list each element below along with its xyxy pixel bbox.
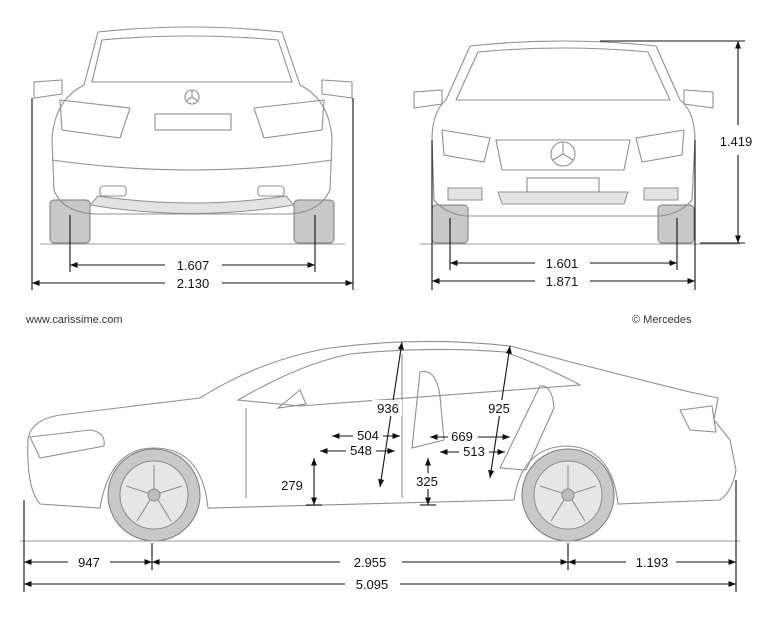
front-seat-depth-label: 548 <box>350 443 372 458</box>
copyright-credit: © Mercedes <box>632 314 692 326</box>
rear-window <box>91 35 293 83</box>
rear-right-tire <box>293 199 335 244</box>
rear-seat-height-label: 325 <box>416 474 438 489</box>
wheelbase-label: 2.955 <box>354 555 387 570</box>
side-body-outline <box>27 340 737 509</box>
front-headroom-label: 936 <box>377 401 399 416</box>
front-seat <box>411 370 445 449</box>
interior-dimensions: 936 925 504 548 669 513 279 325 <box>281 341 514 506</box>
left-fog-light <box>447 187 483 201</box>
right-fog-light <box>643 187 679 201</box>
height-label: 1.419 <box>720 134 753 149</box>
length-label: 5.095 <box>356 577 389 592</box>
side-mirror <box>276 389 307 409</box>
rear-track-label: 1.607 <box>177 258 210 273</box>
rear-diffuser <box>89 195 295 214</box>
front-rim-spokes <box>125 465 183 522</box>
side-headlight <box>29 429 105 459</box>
width-with-mirrors-label: 2.130 <box>177 276 210 291</box>
front-right-mirror <box>683 89 714 109</box>
lower-intake <box>497 191 629 205</box>
front-grille <box>495 139 631 171</box>
side-windows <box>236 348 582 407</box>
length-dimensions: 947 2.955 1.193 5.095 <box>23 480 737 592</box>
side-taillight <box>679 405 717 433</box>
front-right-tire <box>657 204 695 244</box>
rear-rim-spokes <box>539 465 597 522</box>
rear-right-mirror <box>321 79 353 99</box>
rear-seat <box>499 385 555 471</box>
side-view <box>20 340 740 542</box>
rear-headroom-label: 925 <box>488 401 510 416</box>
front-body-outline <box>431 40 696 217</box>
front-license-plate <box>526 177 600 193</box>
rear-bumper-line <box>51 159 333 171</box>
star-arms-front <box>552 142 574 161</box>
website-credit: www.carissime.com <box>26 314 123 326</box>
rear-dimensions: 1.607 2.130 <box>31 98 354 291</box>
front-track-label: 1.601 <box>546 256 579 271</box>
door-lines <box>245 408 403 498</box>
windshield <box>455 47 671 101</box>
rear-left-mirror <box>33 79 63 99</box>
front-legroom-label: 504 <box>357 428 379 443</box>
front-left-headlight <box>441 129 491 163</box>
rear-legroom-label: 669 <box>451 429 473 444</box>
front-seat-height-label: 279 <box>281 478 303 493</box>
front-right-headlight <box>635 129 685 163</box>
width-label: 1.871 <box>546 274 579 289</box>
rear-license-plate <box>154 113 232 131</box>
front-dimensions: 1.601 1.871 1.419 <box>431 40 753 290</box>
rear-overhang-label: 1.193 <box>636 555 669 570</box>
rear-body-outline <box>51 26 333 215</box>
front-overhang-label: 947 <box>78 555 100 570</box>
rear-right-taillight <box>253 99 325 139</box>
rear-seat-depth-label: 513 <box>463 444 485 459</box>
star-arms-rear <box>185 90 199 102</box>
right-exhaust <box>257 185 285 197</box>
front-view <box>413 40 740 245</box>
rear-view <box>33 26 353 245</box>
rear-left-taillight <box>59 99 131 139</box>
left-exhaust <box>99 185 127 197</box>
front-left-mirror <box>413 89 443 109</box>
